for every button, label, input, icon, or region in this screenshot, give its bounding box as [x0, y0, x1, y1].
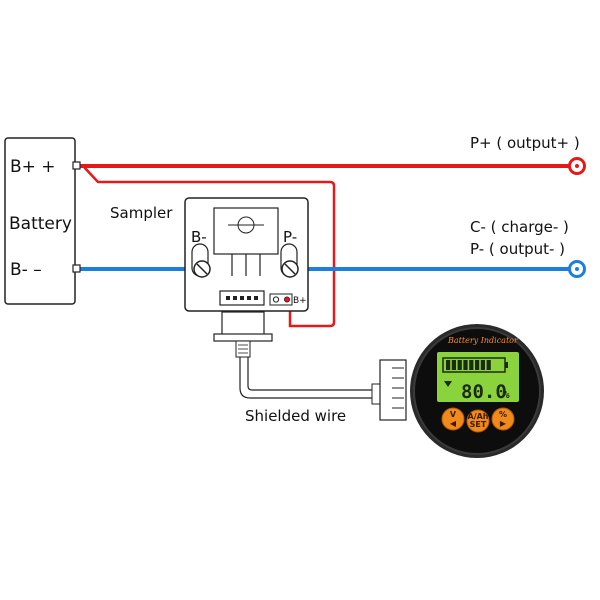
sampler-left-terminal-label: B-	[191, 228, 207, 246]
positive-wires	[78, 164, 572, 328]
button-percent[interactable]: % ▶	[491, 407, 515, 431]
gauge-segment	[475, 360, 480, 370]
battery-neg-terminal-dot	[72, 264, 81, 273]
p-plus-output-label: P+ ( output+ )	[470, 134, 580, 152]
display-plug	[379, 359, 407, 421]
button-a-ah-set[interactable]: A/Ah SET	[466, 409, 490, 433]
gauge-segment	[469, 360, 474, 370]
lcd-arrow-icon	[444, 381, 452, 387]
sampler-right-terminal-label: P-	[283, 228, 297, 246]
p-plus-output-connector	[568, 157, 586, 175]
sampler-module: Sampler B- P- B+	[110, 197, 309, 312]
battery-label: Battery	[9, 214, 72, 234]
b-plus-pin-dot	[283, 296, 290, 303]
battery-neg-terminal-label: B- –	[10, 260, 42, 280]
p-minus-output-connector	[568, 260, 586, 278]
button-percent-bottom: ▶	[500, 419, 507, 428]
lcd-screen	[437, 352, 519, 402]
button-set-bottom: SET	[470, 420, 487, 429]
b-plus-sense-wire	[82, 165, 336, 328]
button-a-ah-top: A/Ah	[468, 412, 489, 421]
sampler-label: Sampler	[110, 204, 173, 222]
c-minus-charge-label: C- ( charge- )	[470, 218, 569, 236]
p-minus-output-label: P- ( output- )	[470, 240, 565, 258]
lcd-reading: 80.0	[461, 381, 507, 403]
battery-box	[4, 137, 76, 305]
gauge-segment	[486, 360, 491, 370]
button-v-bottom: ◀	[450, 419, 457, 428]
battery-pos-terminal-label: B+ +	[10, 157, 56, 177]
battery-unit: B+ + Battery B- –	[4, 137, 76, 305]
battery-indicator-display: Battery Indicator 80.0 % V ◀ A/Ah SET % …	[410, 324, 544, 458]
gauge-segment	[457, 360, 462, 370]
sampler-b-plus-pin-label: B+	[293, 296, 307, 306]
cable-plug	[221, 311, 265, 337]
gauge-segment	[463, 360, 468, 370]
shielded-wire-label: Shielded wire	[245, 407, 346, 425]
display-title: Battery Indicator	[447, 336, 519, 345]
lcd-unit: %	[503, 388, 510, 401]
shielded-cable: Shielded wire	[213, 311, 407, 425]
gauge-segment	[451, 360, 456, 370]
gauge-segment	[480, 360, 485, 370]
lcd-gauge-bars	[446, 360, 491, 370]
gauge-segment	[446, 360, 451, 370]
battery-pos-terminal-dot	[72, 161, 81, 170]
button-percent-top: %	[499, 410, 507, 419]
button-v[interactable]: V ◀	[441, 407, 465, 431]
button-v-top: V	[450, 410, 457, 419]
